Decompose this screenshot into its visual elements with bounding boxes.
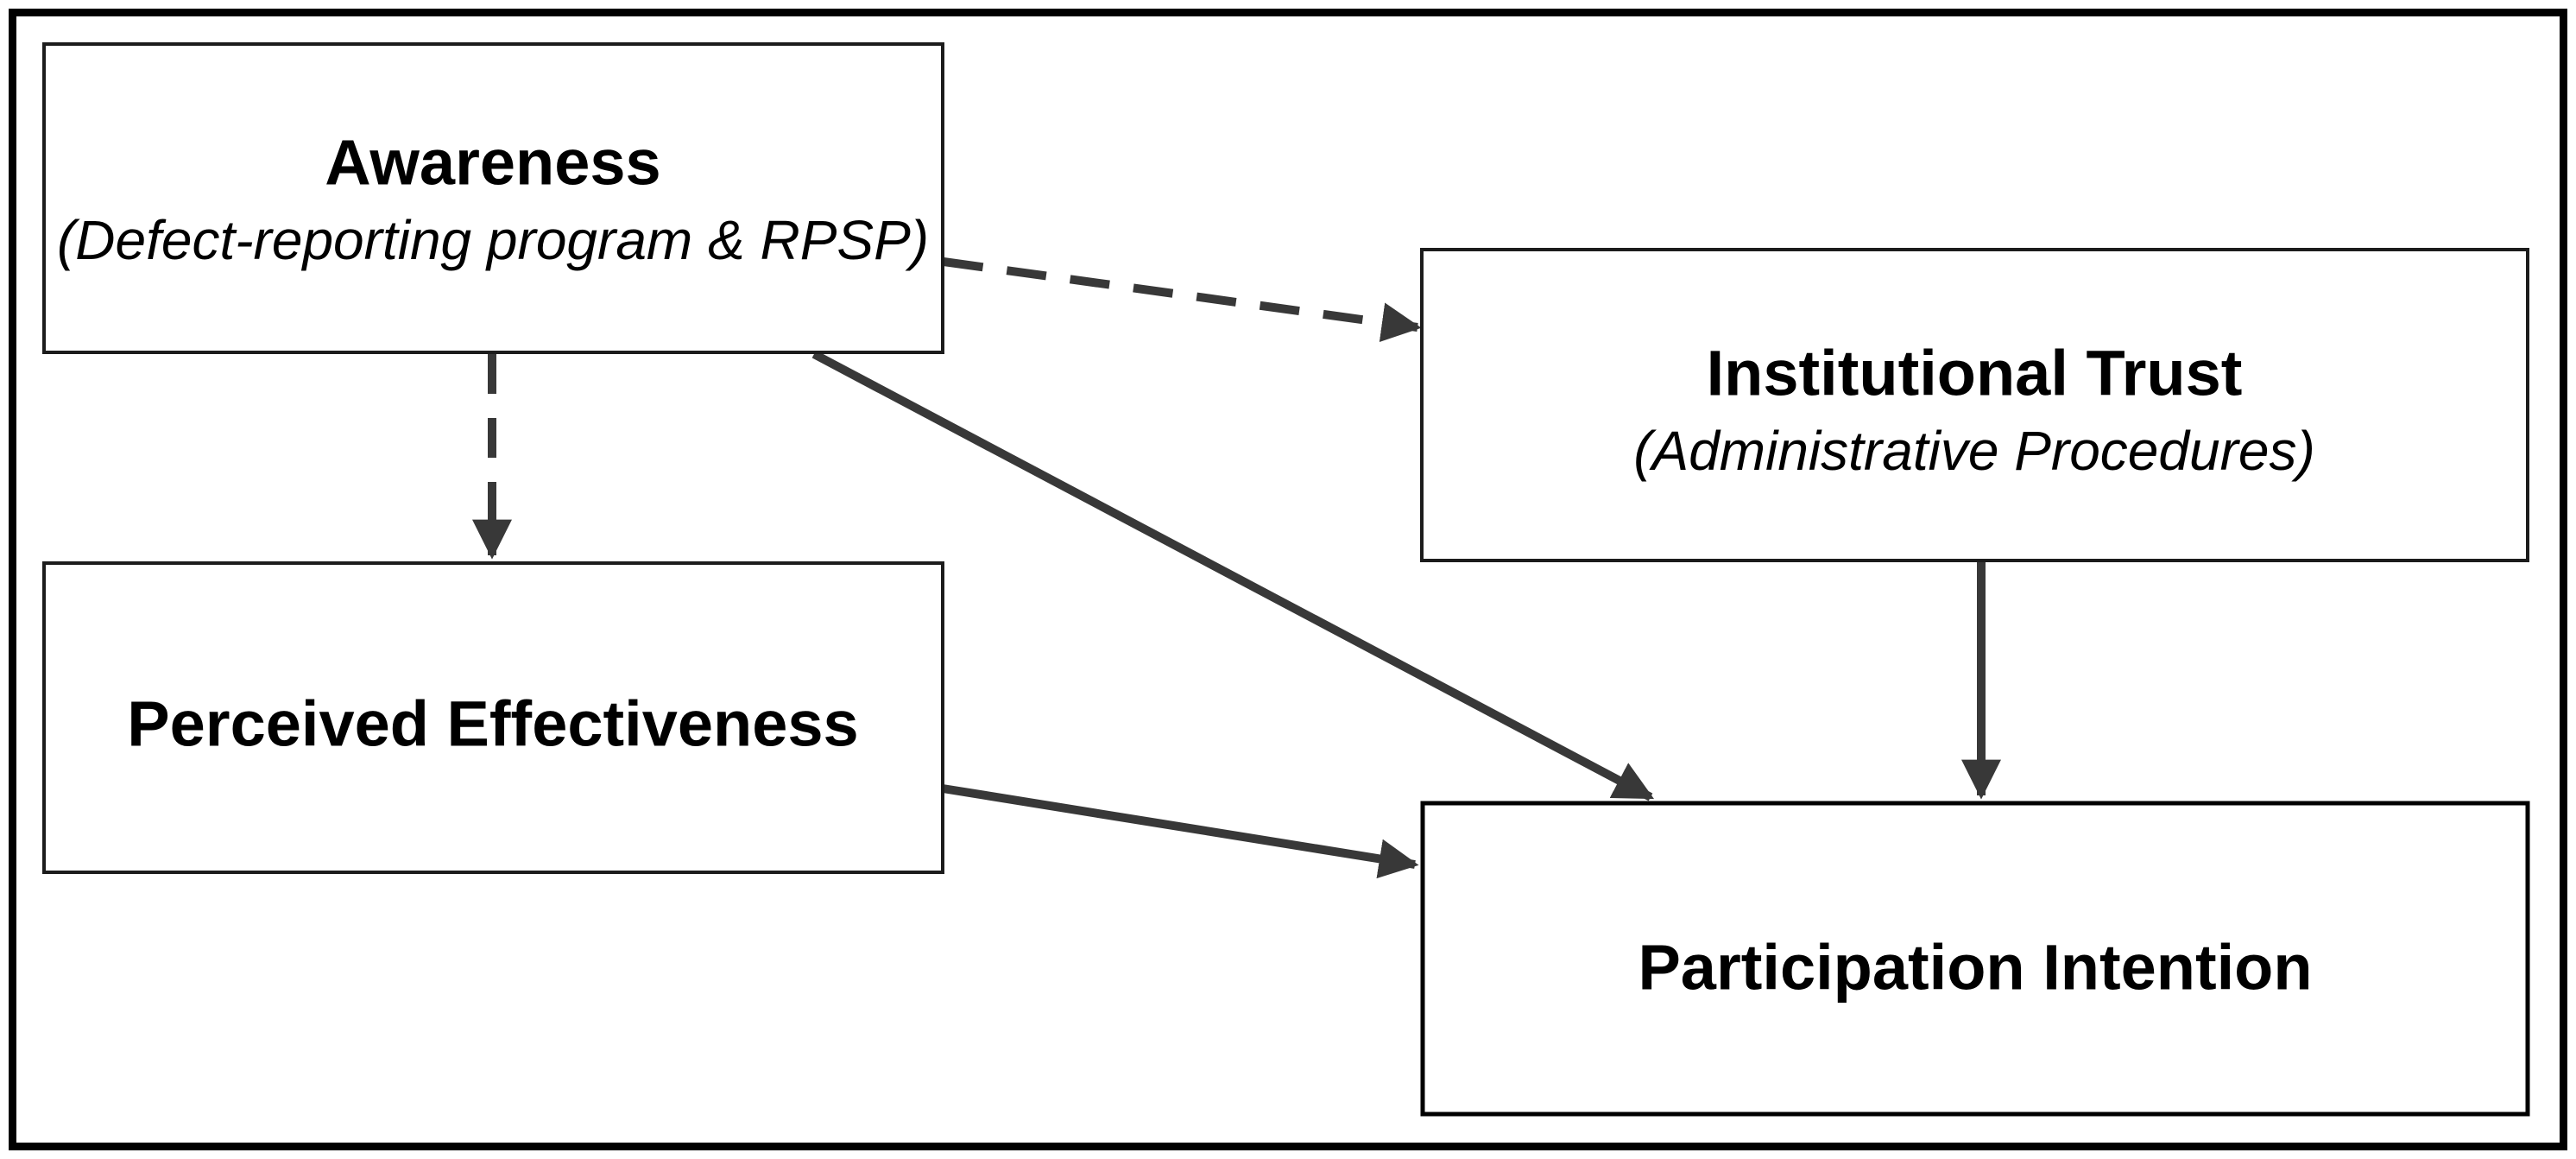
perceived-effectiveness-node: Perceived Effectiveness <box>42 561 944 874</box>
participation-intention-node: Participation Intention <box>1420 801 2530 1117</box>
edge-awareness-to-participation-intention <box>811 350 1655 801</box>
perceived-effectiveness-box <box>42 561 944 874</box>
edge-awareness-to-institutional-trust <box>943 257 1422 343</box>
institutional-trust-box <box>1420 248 2529 562</box>
participation-intention-title: Participation Intention <box>1638 932 2312 1004</box>
institutional-trust-subtitle: (Administrative Procedures) <box>1633 420 2315 482</box>
institutional-trust-node: Institutional Trust (Administrative Proc… <box>1420 248 2529 562</box>
awareness-node: Awareness (Defect-reporting program & RP… <box>42 42 944 354</box>
awareness-subtitle: (Defect-reporting program & RPSP) <box>57 209 929 271</box>
perceived-effectiveness-title: Perceived Effectiveness <box>127 688 858 760</box>
participation-intention-box <box>1420 801 2530 1117</box>
awareness-title: Awareness <box>325 127 660 199</box>
institutional-trust-title: Institutional Trust <box>1707 338 2243 409</box>
edge-perceived-effectiveness-to-participation-intention <box>942 784 1419 879</box>
awareness-box <box>42 42 944 354</box>
